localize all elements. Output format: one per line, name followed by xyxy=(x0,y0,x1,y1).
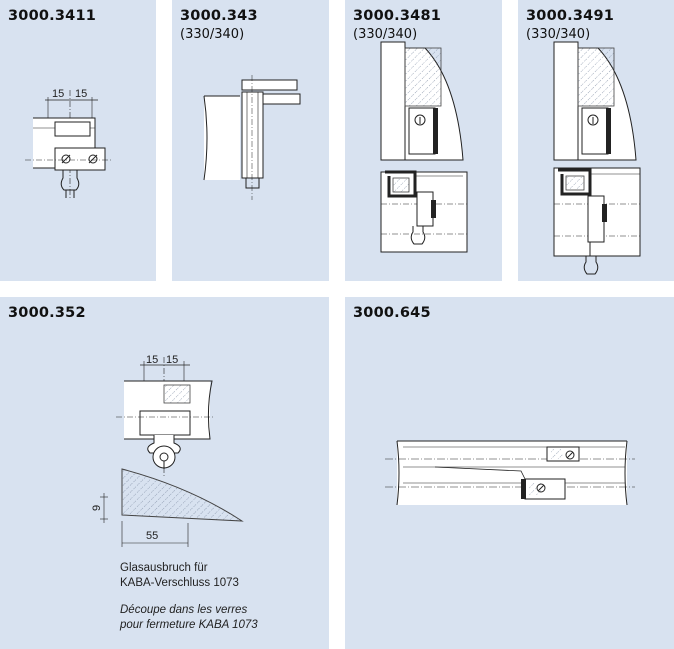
dim-label: 55 xyxy=(146,530,158,542)
panel-3000-3411: 3000.3411 15 15 xyxy=(0,0,156,281)
panel-3000-3491: 3000.3491 (330/340) xyxy=(518,0,674,281)
dim-label: 15 xyxy=(52,88,64,100)
product-variant: (330/340) xyxy=(526,27,591,42)
dim-label: 15 xyxy=(146,354,158,366)
panel-3000-3481: 3000.3481 (330/340) xyxy=(345,0,502,281)
panel-3000-645: 3000.645 xyxy=(345,297,674,649)
caption: Glasausbruch für KABA-Verschluss 1073 Dé… xyxy=(120,561,258,633)
dim-label: 15 xyxy=(75,88,87,100)
product-variant: (330/340) xyxy=(353,27,418,42)
drawing-3000-645 xyxy=(385,440,635,506)
product-code: 3000.645 xyxy=(353,305,431,321)
product-code: 3000.3411 xyxy=(8,8,97,24)
drawing-3000-343 xyxy=(203,75,301,200)
drawing-3000-3491 xyxy=(553,41,641,275)
drawing-3000-3481 xyxy=(380,41,468,253)
product-code: 3000.343 xyxy=(180,8,258,24)
caption-de-line-1: Glasausbruch für xyxy=(120,562,208,574)
panel-3000-343: 3000.343 (330/340) xyxy=(172,0,329,281)
product-variant: (330/340) xyxy=(180,27,245,42)
caption-fr-line-2: pour fermeture KABA 1073 xyxy=(120,619,258,631)
caption-de-line-2: KABA-Verschluss 1073 xyxy=(120,577,239,589)
caption-fr-line-1: Découpe dans les verres xyxy=(120,604,248,616)
drawing-3000-352: 15 15 9 55 xyxy=(91,354,244,547)
product-code: 3000.3481 xyxy=(353,8,442,24)
drawing-3000-3411: 15 15 xyxy=(25,88,112,198)
dim-label: 9 xyxy=(91,505,103,511)
product-code: 3000.352 xyxy=(8,305,86,321)
dim-label: 15 xyxy=(166,354,178,366)
product-code: 3000.3491 xyxy=(526,8,615,24)
panel-3000-352: 3000.352 15 15 9 55 G xyxy=(0,297,329,649)
